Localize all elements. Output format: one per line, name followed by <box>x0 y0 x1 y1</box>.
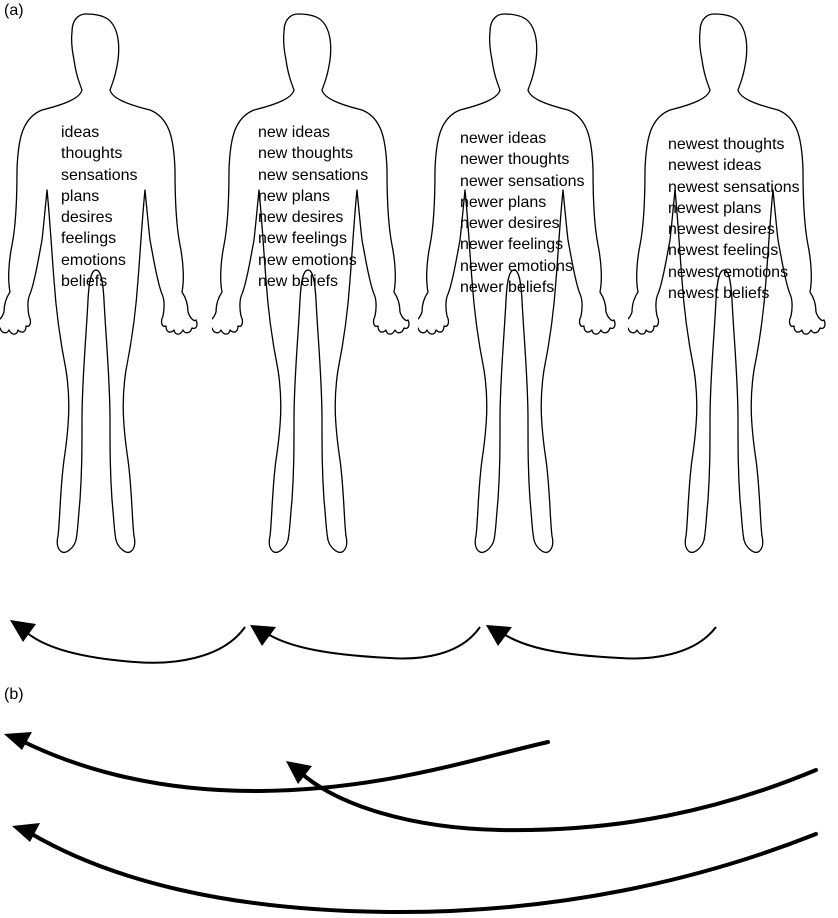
arrowhead-b-3 <box>12 823 40 842</box>
arrow-a-1 <box>26 627 245 663</box>
panel-a-arrows <box>26 627 716 663</box>
arrowhead-a-1 <box>10 620 36 642</box>
panel-b-arrows <box>20 740 816 912</box>
panel-a-arrowheads <box>10 620 512 646</box>
arrow-a-2 <box>266 627 480 658</box>
arrow-b-1 <box>20 740 548 791</box>
arrow-b-3 <box>30 833 816 912</box>
arrowhead-b-1 <box>4 732 32 750</box>
arrow-a-3 <box>502 627 716 658</box>
panel-b-arrowheads <box>4 732 312 842</box>
